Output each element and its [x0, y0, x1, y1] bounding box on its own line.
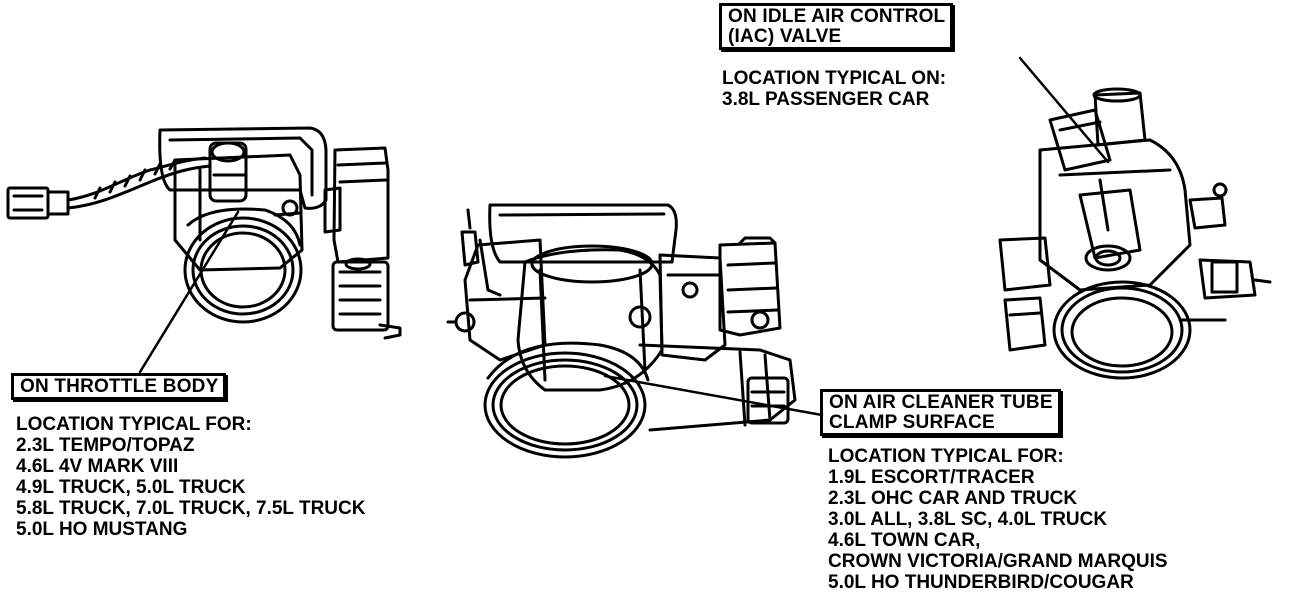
iac-callout-box: ON IDLE AIR CONTROL (IAC) VALVE	[719, 3, 954, 50]
air-cleaner-note-line-4: 3.0L ALL, 3.8L SC, 4.0L TRUCK	[828, 509, 1108, 530]
throttle-note-line-3: 4.6L 4V MARK VIII	[16, 456, 179, 477]
air-cleaner-note-line-7: 5.0L HO THUNDERBIRD/COUGAR	[828, 572, 1134, 593]
air-cleaner-note-line-3: 2.3L OHC CAR AND TRUCK	[828, 488, 1078, 509]
iac-note-line-1: LOCATION TYPICAL ON:	[722, 68, 947, 89]
air-cleaner-callout-title-line-1: ON AIR CLEANER TUBE	[829, 392, 1053, 413]
iac-callout-title-line-2: (IAC) VALVE	[728, 26, 842, 47]
throttle-callout-title: ON THROTTLE BODY	[20, 376, 219, 397]
iac-leader-line	[1018, 56, 1110, 164]
air-cleaner-note-line-5: 4.6L TOWN CAR,	[828, 530, 981, 551]
left-throttle-body-drawing	[6, 126, 402, 340]
throttle-note-line-5: 5.8L TRUCK, 7.0L TRUCK, 7.5L TRUCK	[16, 498, 366, 519]
air-cleaner-note-line-6: CROWN VICTORIA/GRAND MARQUIS	[828, 551, 1168, 572]
throttle-note-line-6: 5.0L HO MUSTANG	[16, 519, 188, 540]
right-throttle-body-drawing	[998, 87, 1272, 380]
air-cleaner-callout-title-line-2: CLAMP SURFACE	[829, 412, 995, 433]
air-cleaner-callout-box: ON AIR CLEANER TUBE CLAMP SURFACE	[820, 389, 1061, 436]
throttle-callout-box: ON THROTTLE BODY	[11, 373, 227, 400]
air-cleaner-location-note: LOCATION TYPICAL FOR: 1.9L ESCORT/TRACER…	[828, 446, 1168, 593]
throttle-note-line-2: 2.3L TEMPO/TOPAZ	[16, 435, 195, 456]
air-cleaner-leader-line	[603, 374, 824, 417]
throttle-leader-line	[138, 210, 240, 374]
iac-callout-title-line-1: ON IDLE AIR CONTROL	[728, 6, 946, 27]
air-cleaner-note-line-1: LOCATION TYPICAL FOR:	[828, 446, 1064, 467]
iac-note-line-2: 3.8L PASSENGER CAR	[722, 89, 930, 110]
throttle-location-note: LOCATION TYPICAL FOR: 2.3L TEMPO/TOPAZ 4…	[16, 414, 365, 540]
air-cleaner-note-line-2: 1.9L ESCORT/TRACER	[828, 467, 1035, 488]
center-throttle-body-drawing	[446, 203, 797, 459]
throttle-note-line-4: 4.9L TRUCK, 5.0L TRUCK	[16, 477, 246, 498]
iac-location-note: LOCATION TYPICAL ON: 3.8L PASSENGER CAR	[722, 68, 946, 110]
throttle-note-line-1: LOCATION TYPICAL FOR:	[16, 414, 252, 435]
